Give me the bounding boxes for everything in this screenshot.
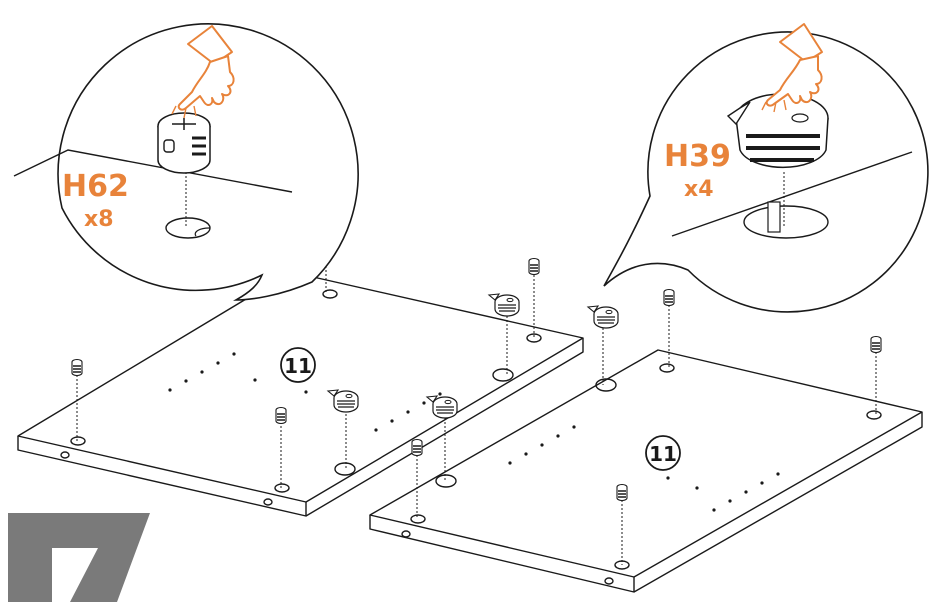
step-number: 7 [0, 0, 150, 602]
cam-lock-icon [157, 112, 211, 174]
svg-text:x4: x4 [684, 177, 714, 202]
part-label-right: 11 [645, 435, 681, 471]
callout-h39: H39 x4 [603, 23, 929, 313]
svg-text:x8: x8 [84, 207, 114, 232]
svg-text:11: 11 [649, 442, 677, 466]
pointing-hand-icon [761, 23, 823, 113]
insertion-guides [76, 230, 877, 565]
right-panel-dowel-holes [508, 425, 780, 512]
right-panel [369, 349, 923, 593]
left-panel-dowel-holes [168, 352, 442, 432]
left-panel [17, 271, 584, 517]
step-number-text: 7 [0, 0, 1, 1]
cam-bolt-icon [726, 93, 829, 169]
callout-h62: H62 x8 [13, 23, 359, 301]
svg-text:H62: H62 [62, 169, 129, 204]
pointing-hand-icon [171, 25, 235, 119]
part-label-left: 11 [280, 347, 316, 383]
svg-text:11: 11 [284, 354, 312, 378]
svg-text:H39: H39 [664, 139, 731, 174]
